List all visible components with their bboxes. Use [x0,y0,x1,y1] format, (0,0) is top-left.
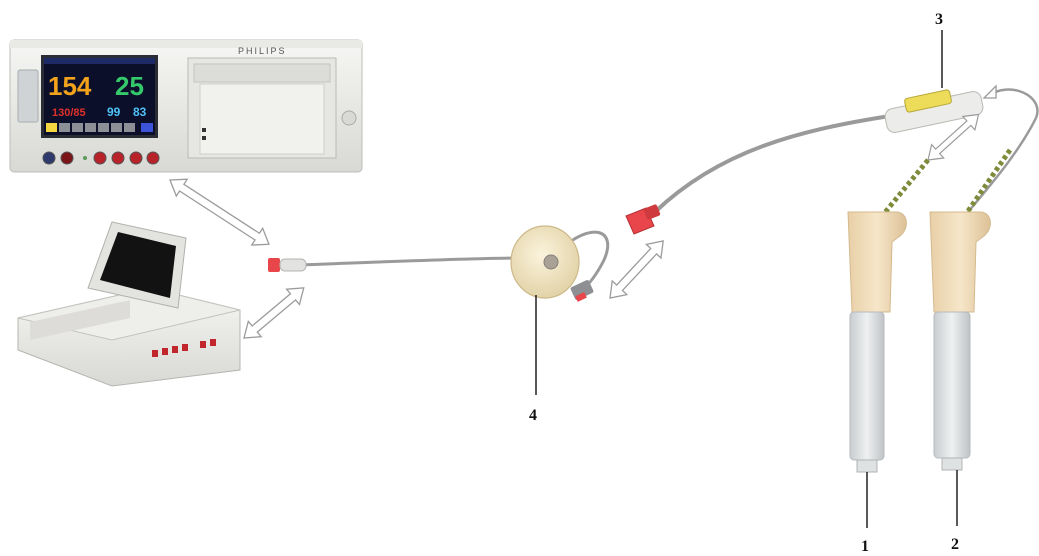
pulse-value: 83 [133,105,147,119]
electrode-2-twisted-wires [966,150,1010,214]
double-arrow-transducer-to-adapter [603,234,671,305]
electrode-2-sleeve [934,312,970,458]
electrode-2-handle [930,212,990,312]
recorder-roller [194,64,330,82]
transducer-button [544,255,558,269]
monitor-top-edge [10,40,362,48]
transducer-cable-left [268,258,520,272]
callout-label-1: 1 [861,538,869,555]
callout-label-2: 2 [951,536,959,553]
leg-plate-adapter: 3 [884,11,1038,134]
red-plug-connector [268,258,280,272]
electrode-1-twisted-wires [882,160,928,216]
recorder-knob [342,111,356,125]
toco-value: 25 [115,71,144,101]
callout-label-3: 3 [935,11,943,28]
scalp-electrode-1: 1 [848,160,928,555]
ultrasound-transducer: 4 [511,226,608,424]
paper-tray [200,84,324,154]
telemetry-base-station [18,222,240,386]
spo2-value: 99 [107,105,121,119]
double-arrow-base-to-connector [238,280,311,345]
monitor-brand-logo: PHILIPS [238,46,287,56]
electrode-1-sleeve [850,312,884,460]
blood-pressure-value: 130/85 [52,107,86,119]
fetal-monitor: 154 25 130/85 99 83 PHILIPS [10,40,362,172]
monitor-side-label-plate [18,70,38,122]
heart-rate-value: 154 [48,71,92,101]
scalp-electrode-2: 2 [930,150,1010,553]
electrode-1-handle [848,212,906,312]
callout-label-4: 4 [529,407,537,424]
plug-housing [280,259,306,271]
screen-status-bar [44,58,155,64]
